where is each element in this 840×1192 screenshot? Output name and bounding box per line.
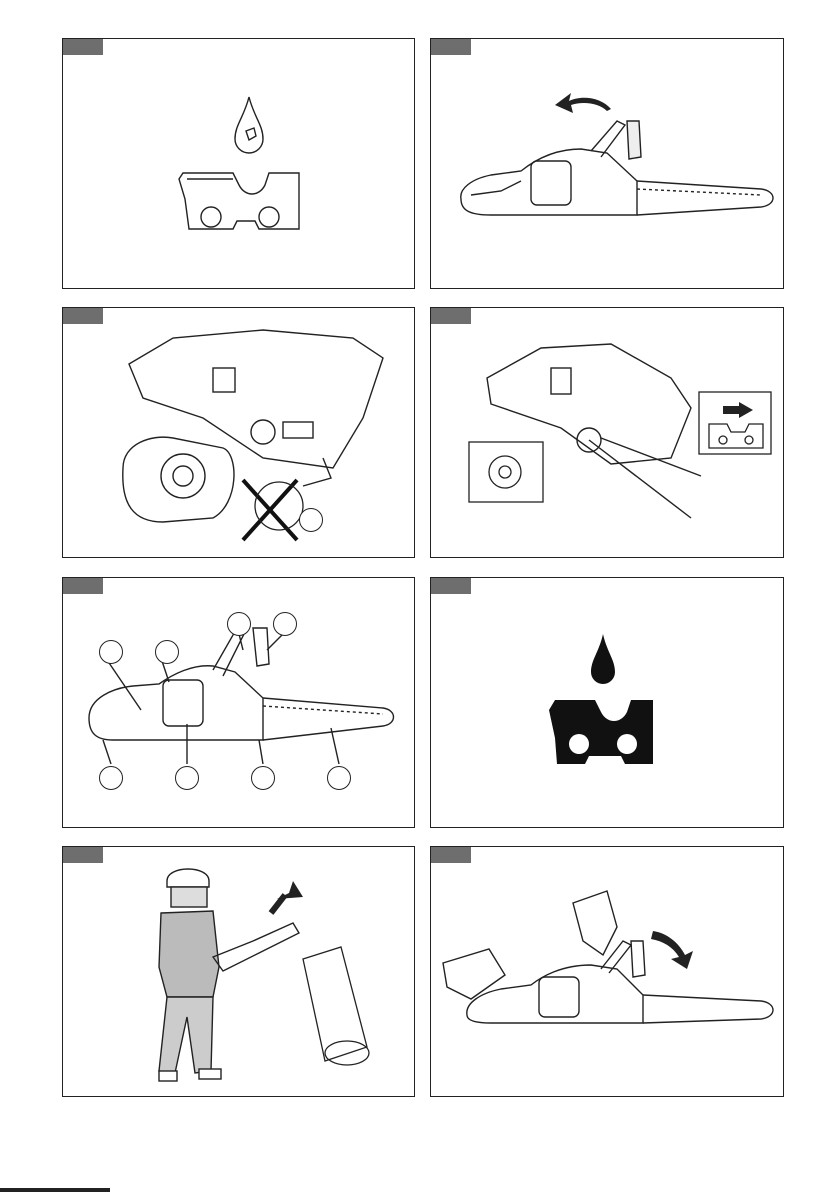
callout-label xyxy=(175,766,199,790)
hand-icon xyxy=(443,891,617,999)
sprocket-detail-icon xyxy=(469,442,543,502)
chain-link-detail-icon xyxy=(699,392,771,454)
chainsaw-icon xyxy=(461,121,773,215)
log-icon xyxy=(303,947,369,1065)
fig-chain-brake-release xyxy=(430,38,784,289)
oil-drop-icon xyxy=(235,97,263,153)
sprocket-cover-icon xyxy=(123,437,234,522)
fig-oil-drop-black xyxy=(430,577,784,828)
chainsaw-icon xyxy=(89,628,394,764)
chainsaw-icon xyxy=(467,941,773,1023)
fig-operator-cutting xyxy=(62,846,415,1097)
oil-drop-icon xyxy=(591,634,615,684)
chainsaw-body-icon xyxy=(487,344,701,518)
chainsaw-body-icon xyxy=(129,330,383,486)
operator-figure-icon xyxy=(159,869,221,1081)
curved-arrow-icon xyxy=(555,93,611,113)
callout-label xyxy=(99,766,123,790)
callout-label xyxy=(99,640,123,664)
fig-brake-engage-hands xyxy=(430,846,784,1097)
callout-label xyxy=(273,612,297,636)
fig-oil-drop-chain-link xyxy=(62,38,415,289)
footer-mark xyxy=(0,1188,110,1192)
callout-label xyxy=(227,612,251,636)
direction-arrow-icon xyxy=(723,402,753,418)
callout-label xyxy=(299,508,323,532)
fig-component-overview xyxy=(62,577,415,828)
chainsaw-icon xyxy=(213,923,299,971)
chain-link-icon xyxy=(549,700,653,764)
cross-mark-icon xyxy=(243,480,297,540)
fig-chain-fitting-direction xyxy=(430,307,784,558)
curved-arrow-icon xyxy=(271,881,303,913)
chain-link-icon xyxy=(179,173,299,229)
fig-sprocket-cover-removed xyxy=(62,307,415,558)
callout-label xyxy=(251,766,275,790)
curved-arrow-icon xyxy=(651,931,693,969)
callout-label xyxy=(327,766,351,790)
callout-label xyxy=(155,640,179,664)
